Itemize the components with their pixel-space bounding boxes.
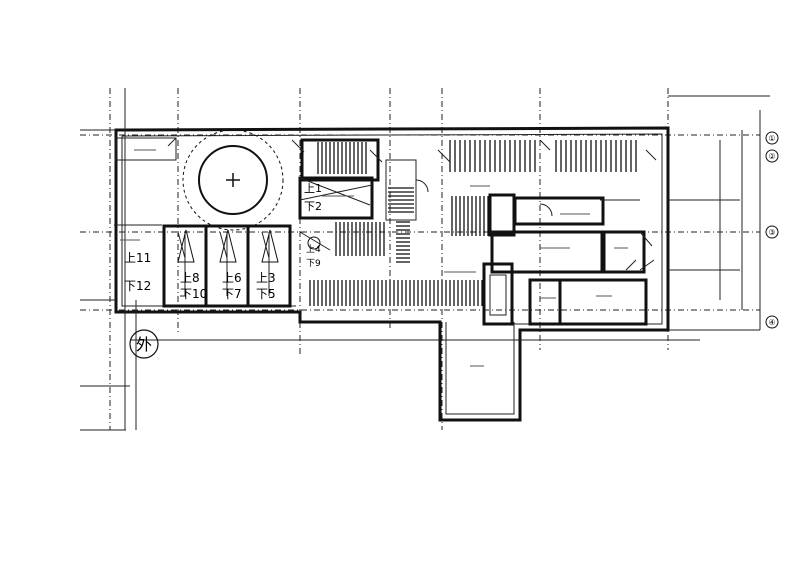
bay-label-c1: 上3 (256, 271, 276, 285)
grid-lines (80, 88, 760, 430)
grid-axis-2: ② (768, 152, 775, 161)
grid-axis-4: ④ (768, 318, 775, 327)
bay-label-c2: 下5 (256, 287, 276, 301)
bay-label-a1: 上8 (180, 271, 200, 285)
outer-walls (114, 88, 670, 430)
annotations: 外 上1 下2 上11 下12 上8 下10 上6 下7 上3 下5 上4 下9 (124, 182, 322, 359)
bay-label-b2: 下7 (222, 287, 242, 301)
dimension-lines (80, 95, 770, 431)
bay-label-b1: 上6 (222, 271, 242, 285)
lift-mark-1: 上4 (306, 244, 321, 255)
stairs (309, 140, 637, 306)
small-text-marks (120, 149, 628, 367)
left-parking-label-1: 上11 (124, 251, 151, 265)
grid-axis-3: ③ (768, 228, 775, 237)
bay-arrows (177, 229, 279, 297)
interior-walls (114, 137, 648, 326)
upper-center-line: 上1 (304, 182, 322, 195)
lift-mark-2: 下9 (306, 259, 321, 269)
upper-center-label-2: 下2 (304, 200, 322, 213)
upper-center-label-1: 上1 (304, 182, 322, 195)
details (167, 137, 657, 271)
outside-mark: 外 (136, 335, 152, 354)
left-parking-label-2: 下12 (124, 279, 151, 293)
bay-label-a2: 下10 (180, 287, 207, 301)
grid-axis-1: ① (768, 134, 775, 143)
turntable (182, 129, 284, 231)
grid-bubbles: ① ② ③ ④ (765, 131, 779, 329)
upper-center-line: 下2 (304, 200, 322, 213)
